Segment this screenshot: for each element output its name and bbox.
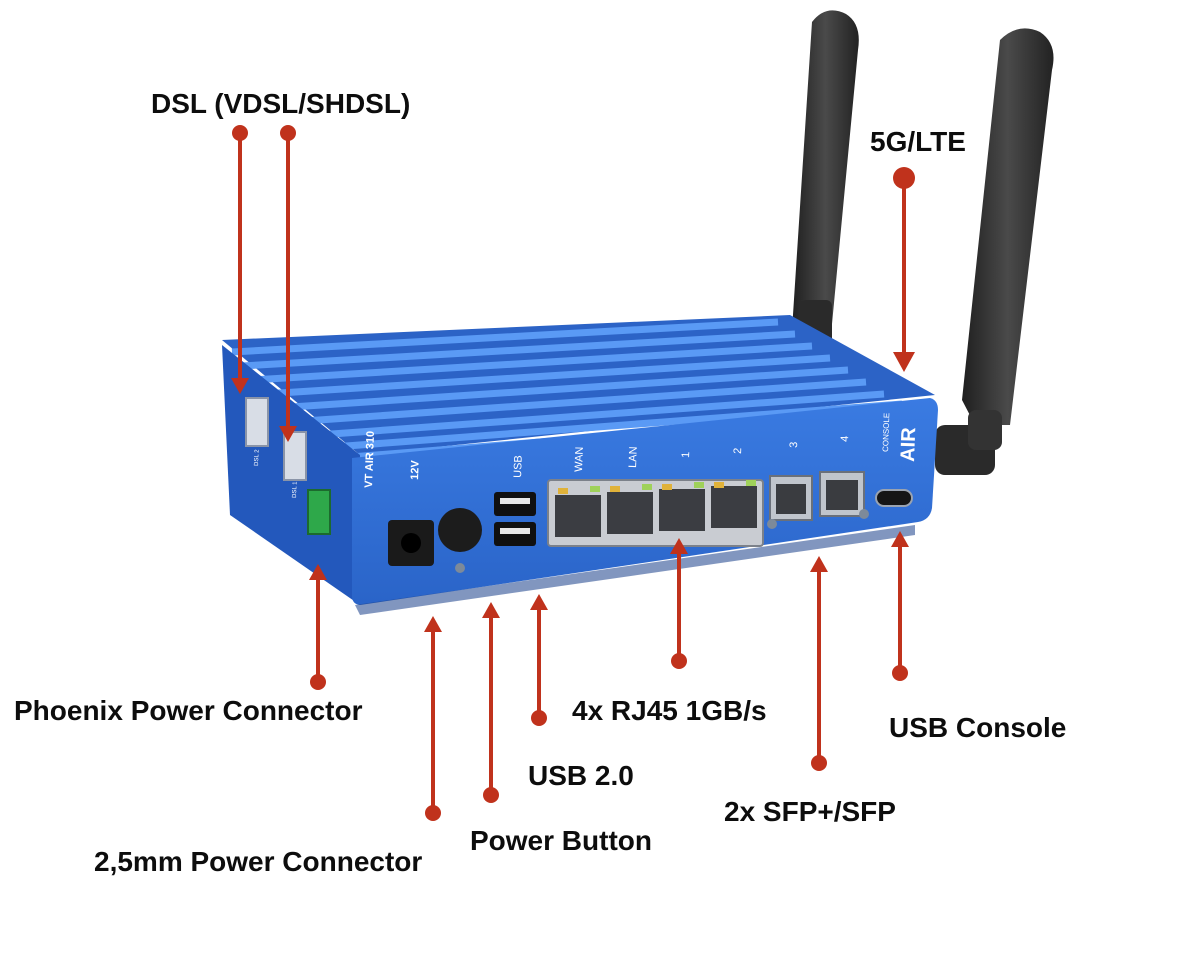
callout-power-button	[482, 602, 500, 803]
callout-usb-console	[891, 531, 909, 681]
dsl2-silk-label: DSL 2	[254, 449, 261, 466]
callout-power-connector	[424, 616, 442, 821]
label-usb-console: USB Console	[889, 712, 1067, 743]
callout-dsl-right	[279, 125, 297, 442]
voltage-label: 12V	[409, 459, 422, 480]
brand-logo: AIR	[897, 426, 920, 462]
lan-silk-label: LAN	[627, 446, 640, 468]
power-button-shape	[438, 508, 482, 552]
dsl2-port	[245, 397, 269, 447]
label-power-button: Power Button	[470, 825, 652, 856]
callout-sfp	[810, 556, 828, 771]
port2-silk-label: 2	[732, 448, 744, 455]
callout-lte	[893, 167, 915, 372]
model-label: VT AIR 310	[363, 431, 377, 488]
port3-silk-label: 3	[788, 442, 800, 449]
rj45-block	[547, 479, 764, 547]
callout-usb20	[530, 594, 548, 726]
label-lte: 5G/LTE	[870, 126, 966, 157]
port1-silk-label: 1	[680, 452, 692, 459]
antenna-left	[792, 10, 859, 350]
dsl1-silk-label: DSL 1	[292, 481, 299, 498]
label-usb20: USB 2.0	[528, 760, 634, 791]
callout-rj45	[670, 538, 688, 669]
label-dsl: DSL (VDSL/SHDSL)	[151, 88, 411, 119]
usb-console-port	[875, 489, 913, 507]
callout-dsl-left	[231, 125, 249, 394]
label-phoenix-power-connector: Phoenix Power Connector	[14, 695, 363, 726]
antenna-right	[935, 28, 1054, 475]
callout-phoenix	[309, 564, 327, 690]
dsl1-port	[283, 431, 307, 481]
label-rj45: 4x RJ45 1GB/s	[572, 695, 767, 726]
port4-silk-label: 4	[839, 436, 851, 443]
usb-silk-label: USB	[512, 455, 525, 478]
label-sfp: 2x SFP+/SFP	[724, 796, 896, 827]
console-silk-label: CONSOLE	[881, 413, 891, 452]
label-power-connector: 2,5mm Power Connector	[94, 846, 423, 877]
wan-silk-label: WAN	[573, 446, 586, 472]
phoenix-connector	[307, 489, 331, 535]
